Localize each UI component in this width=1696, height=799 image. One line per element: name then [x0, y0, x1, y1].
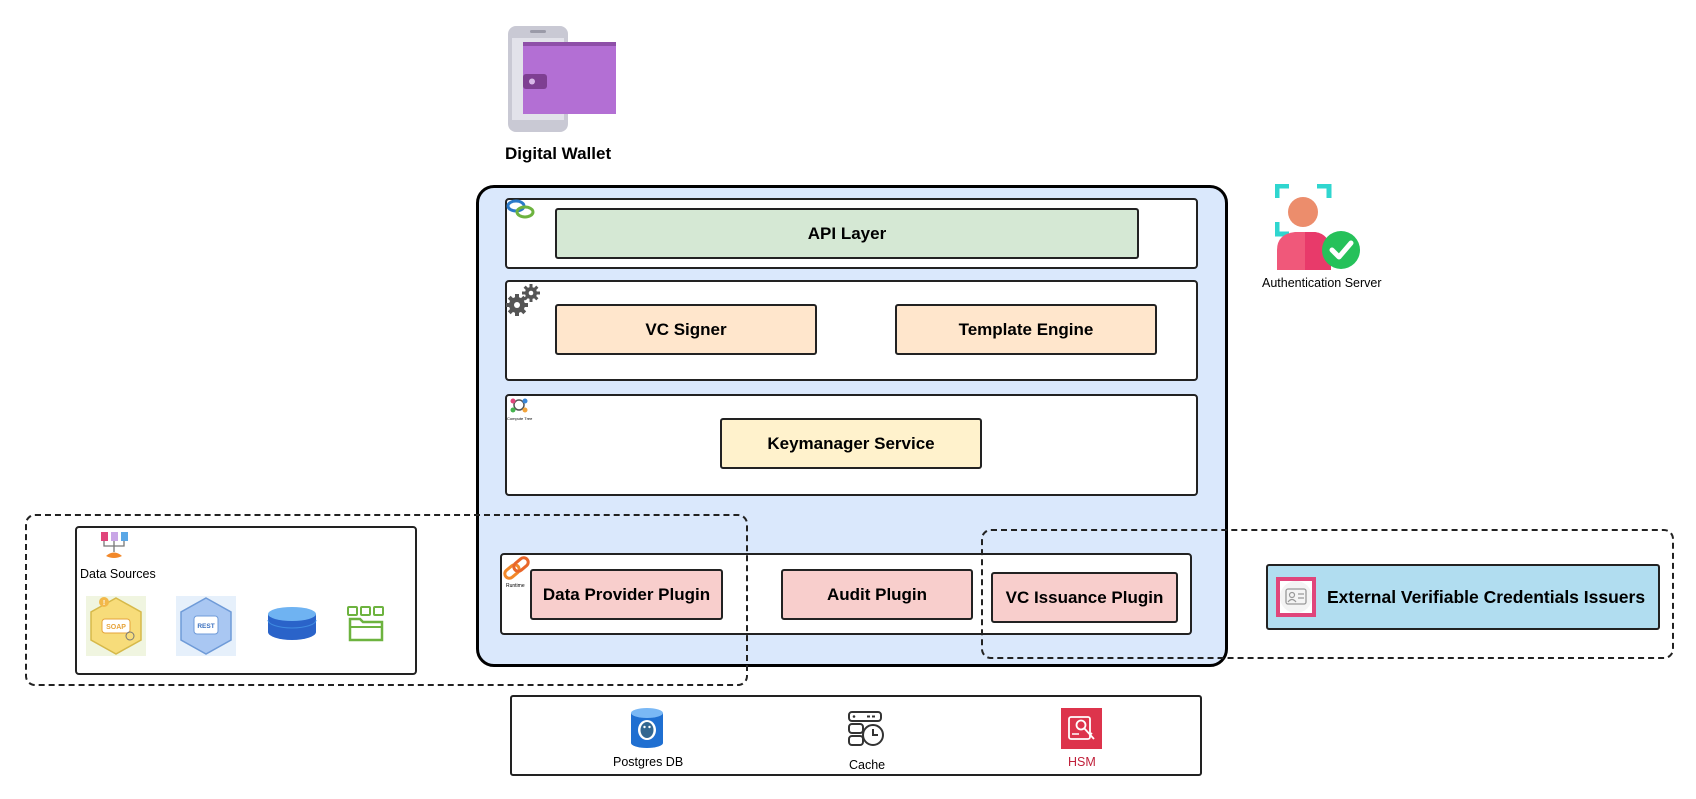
external-issuers-label: External Verifiable Credentials Issuers — [1327, 586, 1646, 607]
vc-issuance-plugin-box: VC Issuance Plugin — [991, 572, 1178, 623]
postgres-db-label: Postgres DB — [613, 755, 684, 769]
hsm-icon — [1061, 708, 1102, 749]
rest-service-icon: REST — [176, 596, 236, 656]
authentication-server-icon — [1275, 184, 1363, 270]
soap-text: SOAP — [106, 624, 126, 631]
data-sources-icon — [99, 530, 131, 560]
cache-icon — [847, 710, 885, 748]
rest-text: REST — [197, 623, 214, 630]
digital-wallet-icon — [508, 26, 618, 134]
vc-signer-box: VC Signer — [555, 304, 817, 355]
runtime-caption: Runtime — [506, 583, 525, 589]
compute-tree-caption: Compute Tree — [507, 416, 533, 421]
runtime-link-icon: Runtime — [502, 555, 532, 589]
digital-wallet-label: Digital Wallet — [505, 144, 612, 163]
credential-card-icon — [1276, 577, 1316, 617]
compute-tree-icon: Compute Tree — [507, 397, 537, 421]
chain-link-icon — [506, 198, 536, 220]
gears-icon — [506, 283, 540, 317]
cache-label: Cache — [849, 758, 886, 772]
api-layer-box: API Layer — [555, 208, 1139, 259]
soap-service-icon: ! SOAP — [86, 596, 146, 656]
hsm-label: HSM — [1068, 755, 1096, 769]
data-provider-group-boundary — [25, 514, 748, 686]
database-icon — [266, 606, 318, 642]
template-engine-box: Template Engine — [895, 304, 1157, 355]
data-sources-label: Data Sources — [80, 567, 156, 581]
authentication-server-label: Authentication Server — [1262, 276, 1382, 290]
audit-plugin-box: Audit Plugin — [781, 569, 973, 620]
external-issuers-box: External Verifiable Credentials Issuers — [1266, 564, 1660, 630]
vc-issuance-group-boundary — [981, 529, 1674, 659]
svg-text:!: ! — [103, 600, 105, 607]
keymanager-service-box: Keymanager Service — [720, 418, 982, 469]
folders-icon — [347, 605, 385, 643]
data-provider-plugin-box: Data Provider Plugin — [530, 569, 723, 620]
postgres-db-icon — [629, 707, 665, 749]
